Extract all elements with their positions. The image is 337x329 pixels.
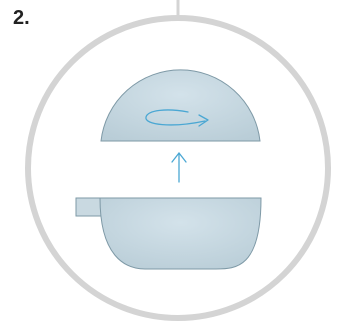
top-hemisphere [100, 69, 261, 142]
step-number: 2. [13, 7, 30, 29]
rotate-arrow-icon [145, 109, 209, 127]
bottom-hemisphere [99, 197, 262, 270]
up-arrow-icon [171, 152, 187, 183]
background-ring [25, 15, 331, 321]
